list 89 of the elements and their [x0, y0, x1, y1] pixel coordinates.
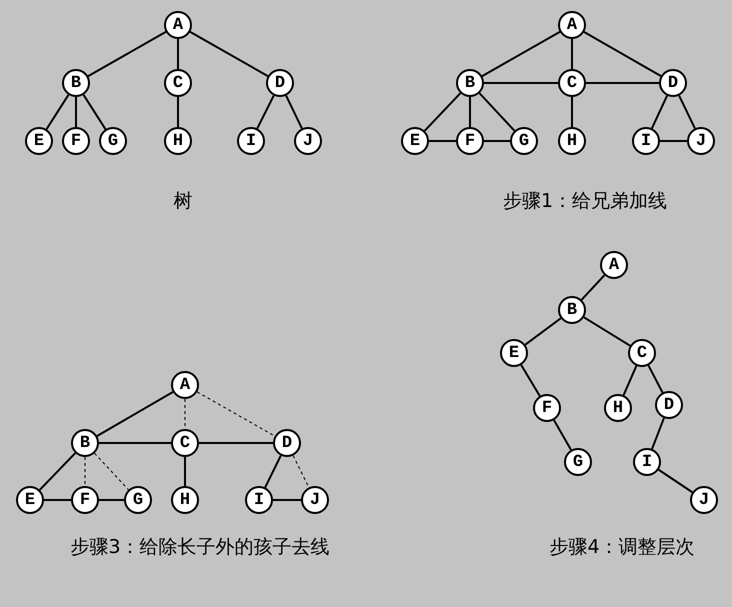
connector-line — [658, 468, 693, 494]
connector-line — [46, 94, 70, 130]
connector-line — [469, 97, 471, 127]
tree-node: F — [533, 394, 561, 422]
tree-node: J — [687, 127, 715, 155]
connector-line — [678, 95, 696, 129]
tree-node: I — [632, 127, 660, 155]
caption: 步骤1：给兄弟加线 — [502, 189, 668, 214]
tree-node: H — [604, 394, 632, 422]
tree-node: G — [124, 486, 152, 514]
tree-node: A — [164, 11, 192, 39]
connector-line — [96, 391, 174, 437]
caption: 步骤4：调整层次 — [549, 535, 695, 560]
connector-line — [484, 82, 558, 84]
tree-node: J — [294, 127, 322, 155]
tree-node: D — [659, 69, 687, 97]
connector-line — [264, 455, 282, 488]
connector-line — [584, 31, 662, 77]
connector-line — [571, 97, 573, 127]
tree-node: J — [690, 486, 718, 514]
tree-node: E — [500, 339, 528, 367]
caption: 步骤3：给除长子外的孩子去线 — [70, 535, 330, 560]
dashed-line — [84, 456, 86, 486]
tree-node: J — [301, 486, 329, 514]
tree-node: F — [71, 486, 99, 514]
connector-line — [648, 364, 664, 394]
connector-line — [586, 82, 659, 84]
tree-node: I — [245, 486, 273, 514]
connector-line — [520, 364, 541, 396]
tree-node: G — [99, 127, 127, 155]
tree-node: I — [237, 127, 265, 155]
tree-node: E — [401, 127, 429, 155]
connector-line — [660, 140, 687, 142]
connector-line — [99, 499, 124, 501]
tree-node: B — [62, 69, 90, 97]
connector-line — [88, 31, 166, 77]
connector-line — [199, 442, 273, 444]
tree-node: C — [171, 429, 199, 457]
connector-line — [256, 95, 275, 129]
tree-node: A — [171, 371, 199, 399]
tree-node: E — [25, 127, 53, 155]
connector-line — [75, 97, 77, 127]
dashed-line — [196, 391, 276, 437]
caption: 树 — [174, 189, 192, 214]
connector-line — [44, 499, 71, 501]
tree-node: A — [600, 251, 628, 279]
connector-line — [622, 365, 638, 396]
connector-line — [429, 140, 456, 142]
tree-node: D — [266, 69, 294, 97]
tree-node: H — [171, 486, 199, 514]
tree-node: A — [558, 11, 586, 39]
connector-line — [651, 418, 665, 450]
dashed-line — [94, 452, 129, 490]
tree-node: B — [456, 69, 484, 97]
connector-line — [82, 94, 106, 130]
connector-line — [39, 452, 76, 491]
connector-line — [484, 140, 510, 142]
connector-line — [177, 39, 179, 69]
connector-line — [580, 274, 606, 300]
connector-line — [177, 97, 179, 127]
connector-line — [478, 92, 516, 132]
tree-node: H — [164, 127, 192, 155]
tree-node: B — [71, 429, 99, 457]
connector-line — [184, 457, 186, 486]
tree-node: D — [655, 391, 683, 419]
tree-node: D — [273, 429, 301, 457]
dashed-line — [292, 455, 310, 488]
tree-node: E — [16, 486, 44, 514]
tree-node: B — [558, 296, 586, 324]
tree-node: H — [558, 127, 586, 155]
connector-line — [553, 420, 572, 450]
connector-line — [651, 95, 668, 129]
connector-line — [273, 499, 301, 501]
connector-line — [583, 316, 631, 347]
tree-node: C — [628, 339, 656, 367]
tree-node: C — [164, 69, 192, 97]
tree-node: F — [62, 127, 90, 155]
connector-line — [190, 31, 268, 77]
connector-line — [424, 92, 462, 132]
tree-node: I — [633, 448, 661, 476]
tree-node: F — [456, 127, 484, 155]
connector-line — [482, 31, 560, 77]
connector-line — [285, 95, 303, 129]
connector-line — [99, 442, 171, 444]
tree-node: C — [558, 69, 586, 97]
tree-node: G — [510, 127, 538, 155]
connector-line — [524, 318, 562, 346]
tree-node: G — [564, 448, 592, 476]
connector-line — [571, 39, 573, 69]
